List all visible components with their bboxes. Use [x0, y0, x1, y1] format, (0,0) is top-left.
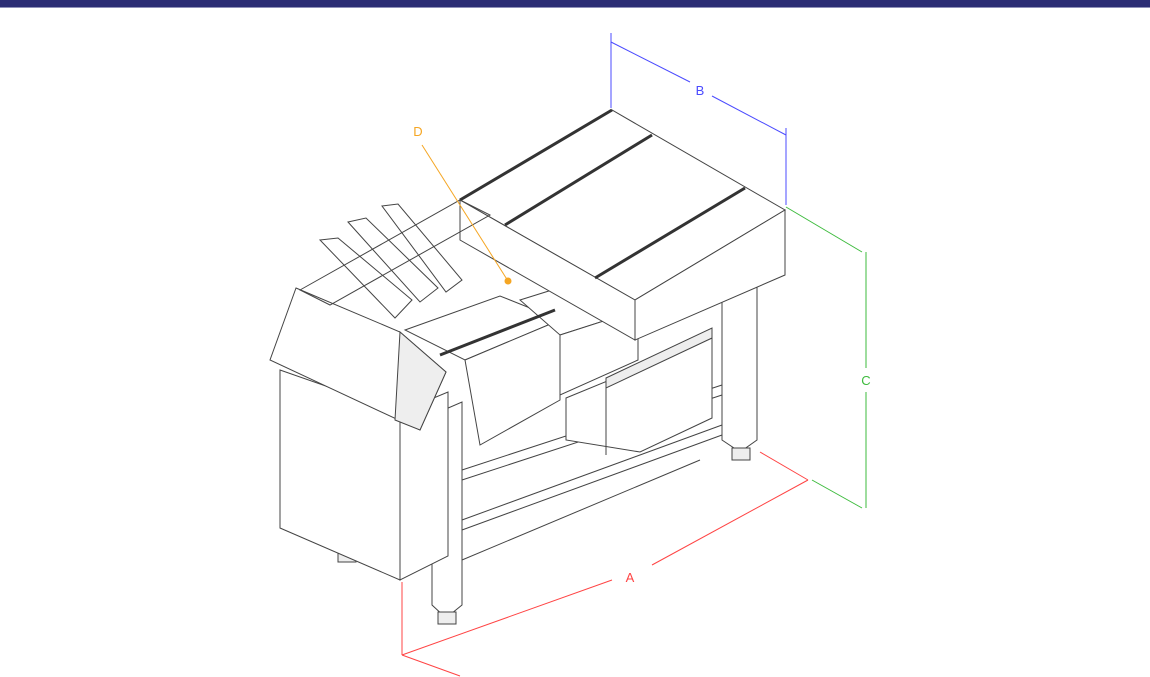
dimension-c-label: C [861, 373, 870, 388]
callout-d-label: D [413, 124, 422, 139]
dimension-b [610, 33, 787, 205]
callout-d [421, 144, 512, 285]
dimension-b-label: B [696, 83, 705, 98]
dimension-a-label: A [626, 570, 635, 585]
dimension-c [785, 206, 867, 509]
dimension-a [401, 451, 809, 677]
top-title-bar [0, 0, 1150, 8]
machine-drawing [269, 108, 786, 625]
